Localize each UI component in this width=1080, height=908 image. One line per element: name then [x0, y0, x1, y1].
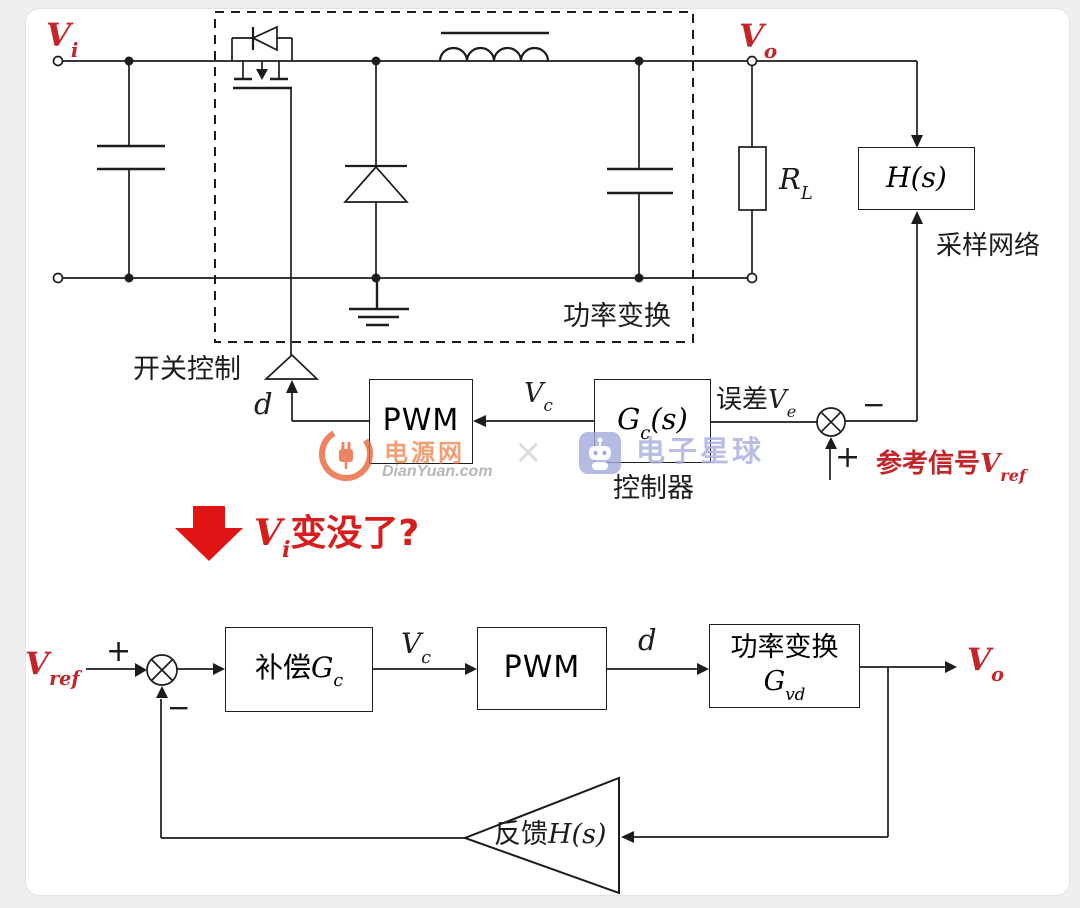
dianyuan-name-watermark: 电源网	[384, 439, 465, 467]
sampler-hs-box: H(s)	[858, 147, 975, 210]
minus-sign-top: −	[862, 388, 886, 421]
watermark-separator: ×	[514, 432, 543, 472]
vi-label: Vi	[46, 16, 79, 62]
arrow-to-vo-icon	[945, 661, 957, 673]
compensator-box: 补偿Gc	[225, 627, 373, 712]
duty-label-bottom: d	[638, 623, 657, 657]
hs-box-label: H(s)	[886, 161, 947, 195]
switch-control-label: 开关控制	[133, 354, 241, 385]
sampling-network-label: 采样网络	[936, 231, 1041, 261]
plant-box: 功率变换 Gvd	[709, 624, 860, 708]
inductor-symbol	[438, 31, 550, 62]
ground-icon	[349, 278, 409, 327]
plant-label-line1: 功率变换	[730, 632, 839, 664]
arrow-into-pwm-bottom-icon	[465, 663, 477, 675]
arrow-into-plant-icon	[697, 663, 709, 675]
feedback-triangle	[462, 776, 620, 895]
error-ve-label: 误差Ve	[716, 385, 797, 422]
controller-gc-box: Gc(s)	[594, 379, 711, 463]
ezz-logo-icon	[579, 432, 621, 474]
ezz-name-watermark: 电子星球	[636, 434, 765, 468]
rl-label: RL	[779, 162, 813, 205]
junction-dots	[124, 56, 644, 283]
freewheel-diode	[343, 61, 409, 278]
output-capacitor	[607, 61, 673, 278]
red-down-arrow-icon	[175, 506, 243, 561]
compensator-label: 补偿Gc	[254, 650, 344, 692]
body-diode-icon	[251, 25, 278, 52]
duty-label-top: d	[254, 387, 273, 421]
vo-label-top: Vo	[739, 17, 778, 63]
feedback-hs-label: 反馈H(s)	[494, 819, 607, 850]
vc-label-top: Vc	[524, 378, 553, 416]
pwm-box-top: PWM	[369, 379, 473, 464]
reference-signal-label: 参考信号Vref	[876, 449, 1026, 486]
summing-junction-top	[816, 407, 846, 437]
arrow-into-sum-bottom-icon	[156, 686, 168, 698]
mosfet-symbol	[231, 25, 293, 90]
arrow-into-hs-top-icon	[911, 135, 923, 148]
plant-label-line2: Gvd	[763, 666, 806, 704]
gate-driver-triangle	[263, 353, 320, 380]
power-stage-label: 功率变换	[563, 301, 671, 332]
pwm-box-bottom: PWM	[477, 627, 607, 710]
power-stage-dashed-box	[214, 11, 694, 343]
arrow-into-hs-bottom-icon	[911, 211, 923, 224]
pwm-bottom-label: PWM	[503, 650, 581, 686]
plus-sign-bottom: +	[106, 634, 132, 669]
arrow-into-compensator-icon	[213, 663, 225, 675]
arrow-into-driver-icon	[286, 380, 298, 393]
minus-sign-bottom: −	[167, 691, 191, 724]
arrow-into-pwm-top-icon	[473, 415, 486, 427]
vref-label-bottom: Vref	[25, 646, 80, 690]
arrow-into-sum-left-icon	[135, 663, 147, 677]
pwm-top-label: PWM	[382, 403, 460, 439]
input-capacitor	[97, 61, 165, 278]
summing-junction-bottom	[146, 654, 178, 686]
arrow-into-feedback-icon	[621, 831, 634, 843]
wires-top-circuit	[62, 60, 918, 480]
question-annotation: Vi变没了?	[254, 512, 420, 564]
controller-label: 控制器	[613, 473, 694, 504]
dianyuan-domain-watermark: DianYuan.com	[382, 463, 493, 480]
arrow-vref-up-icon	[825, 437, 837, 449]
load-resistor	[738, 66, 767, 273]
plus-sign-top: +	[835, 440, 861, 475]
terminals	[52, 55, 758, 284]
dianyuan-logo-icon	[319, 427, 373, 481]
arrowheads	[135, 135, 957, 843]
vo-label-bottom: Vo	[967, 642, 1004, 686]
vc-label-bottom: Vc	[401, 627, 431, 668]
wires-block-diagram	[86, 666, 945, 839]
gc-box-label: Gc(s)	[617, 401, 688, 444]
